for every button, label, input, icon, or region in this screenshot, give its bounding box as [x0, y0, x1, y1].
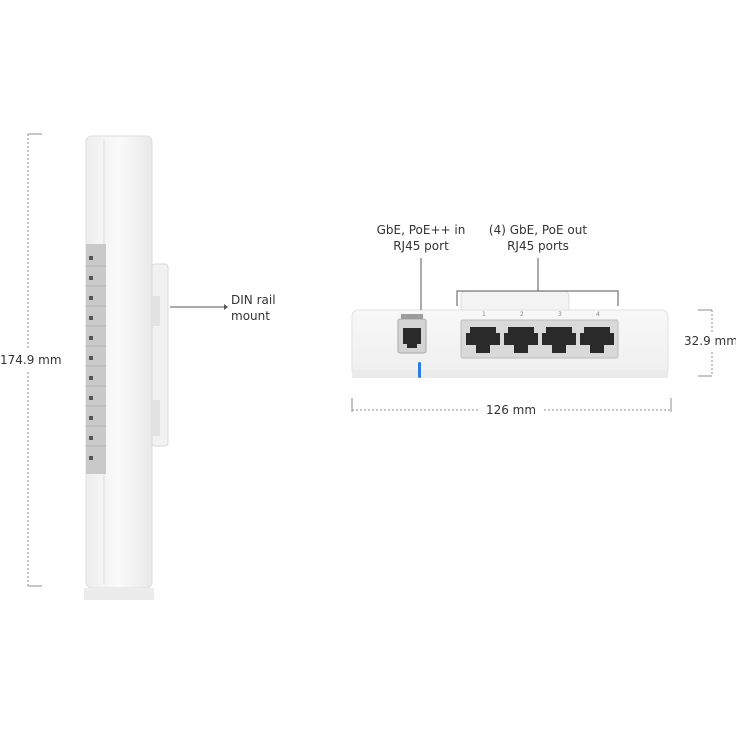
vent-slots [89, 256, 93, 460]
uplink-label-line-1: GbE, PoE++ in [376, 223, 466, 237]
downlinks-label-line-2: RJ45 ports [507, 239, 569, 253]
status-led [418, 362, 421, 378]
height-dimension-line [27, 133, 42, 587]
din-rail-label-line-2: mount [231, 309, 270, 323]
port-label-2: 2 [520, 311, 524, 318]
din-rail-mount [151, 263, 169, 447]
downlink-ports [460, 319, 619, 359]
depth-label: 32.9 mm [684, 333, 736, 349]
downlinks-label-line-1: (4) GbE, PoE out [488, 223, 588, 237]
downlinks-label: (4) GbE, PoE out RJ45 ports [473, 222, 603, 254]
uplink-label-line-2: RJ45 port [393, 239, 449, 253]
port-label-3: 3 [558, 311, 562, 318]
uplink-rj45-port [397, 314, 427, 354]
device-front-view [351, 290, 669, 378]
port-label-4: 4 [596, 311, 600, 318]
din-rail-label: DIN rail mount [231, 292, 276, 324]
downlink-leader [456, 258, 619, 306]
uplink-label: GbE, PoE++ in RJ45 port [361, 222, 481, 254]
din-rail-label-line-1: DIN rail [231, 293, 276, 307]
depth-dimension-line [698, 309, 713, 377]
device-side-view [84, 135, 169, 600]
width-dimension-line [351, 398, 672, 412]
port-label-1: 1 [482, 311, 486, 318]
width-label: 126 mm [485, 403, 537, 417]
height-label: 174.9 mm [0, 352, 62, 368]
